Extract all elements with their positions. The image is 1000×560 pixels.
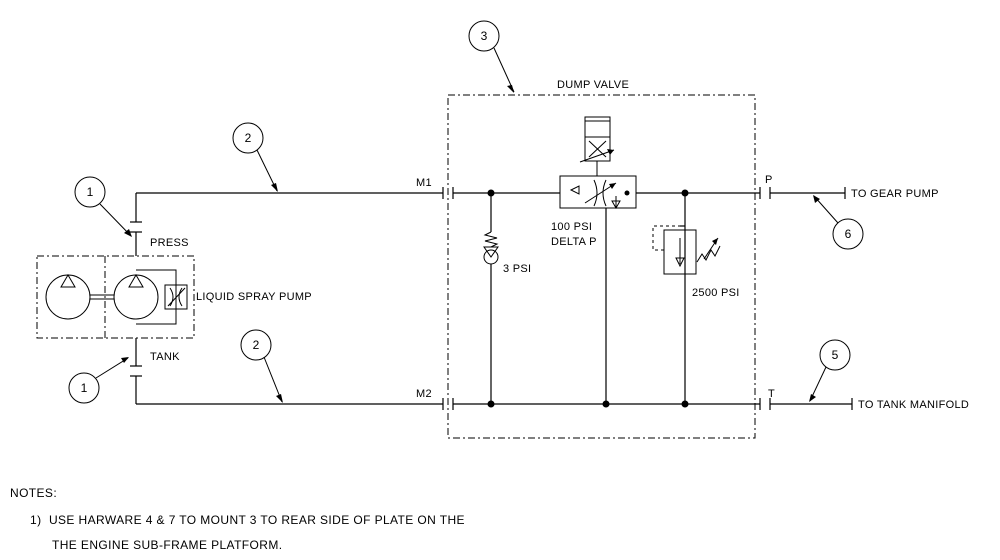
callout-5: 5 (809, 339, 851, 402)
relief-valve-psi-label: 2500 PSI (692, 287, 740, 299)
liquid-spray-pump (36, 255, 195, 339)
callout-2-top: 2 (232, 122, 278, 192)
callout-6: 6 (813, 195, 864, 250)
m2-label: M2 (416, 388, 432, 400)
svg-text:3: 3 (481, 29, 488, 43)
m1-label: M1 (416, 177, 432, 189)
liquid-spray-pump-label: LIQUID SPRAY PUMP (196, 291, 312, 303)
check-valve (483, 189, 499, 408)
to-gear-pump-label: TO GEAR PUMP (851, 188, 939, 200)
flow-valve-delta-label: DELTA P (551, 236, 597, 248)
p-port-label: P (765, 174, 773, 186)
svg-text:5: 5 (832, 348, 839, 362)
port-p (759, 187, 771, 199)
t-port-label: T (768, 388, 775, 400)
notes-line-2: THE ENGINE SUB-FRAME PLATFORM. (52, 538, 282, 552)
press-label: PRESS (150, 237, 189, 249)
svg-text:2: 2 (245, 131, 252, 145)
check-valve-psi-label: 3 PSI (503, 263, 531, 275)
tank-connector (130, 338, 142, 377)
port-m2 (442, 398, 454, 410)
solenoid-flow-valve (559, 116, 637, 408)
port-t (759, 398, 771, 410)
tank-label: TANK (150, 351, 180, 363)
flow-valve-psi-label: 100 PSI (551, 221, 592, 233)
callout-1-bottom: 1 (68, 357, 129, 404)
notes-heading: NOTES: (10, 486, 57, 500)
callout-1-top: 1 (74, 176, 132, 237)
dump-valve-label: DUMP VALVE (557, 79, 629, 91)
callout-2-bottom: 2 (240, 329, 283, 403)
notes-line-1: 1) USE HARWARE 4 & 7 TO MOUNT 3 TO REAR … (30, 513, 465, 527)
relief-valve (652, 189, 721, 408)
svg-text:1: 1 (81, 381, 88, 395)
svg-text:1: 1 (87, 185, 94, 199)
pressure-line (135, 187, 846, 222)
press-connector (130, 221, 142, 256)
dump-valve-boundary (447, 94, 756, 439)
port-m1 (442, 187, 454, 199)
callout-3: 3 (468, 20, 515, 93)
to-tank-manifold-label: TO TANK MANIFOLD (858, 399, 969, 411)
svg-text:2: 2 (253, 338, 260, 352)
svg-text:6: 6 (845, 227, 852, 241)
